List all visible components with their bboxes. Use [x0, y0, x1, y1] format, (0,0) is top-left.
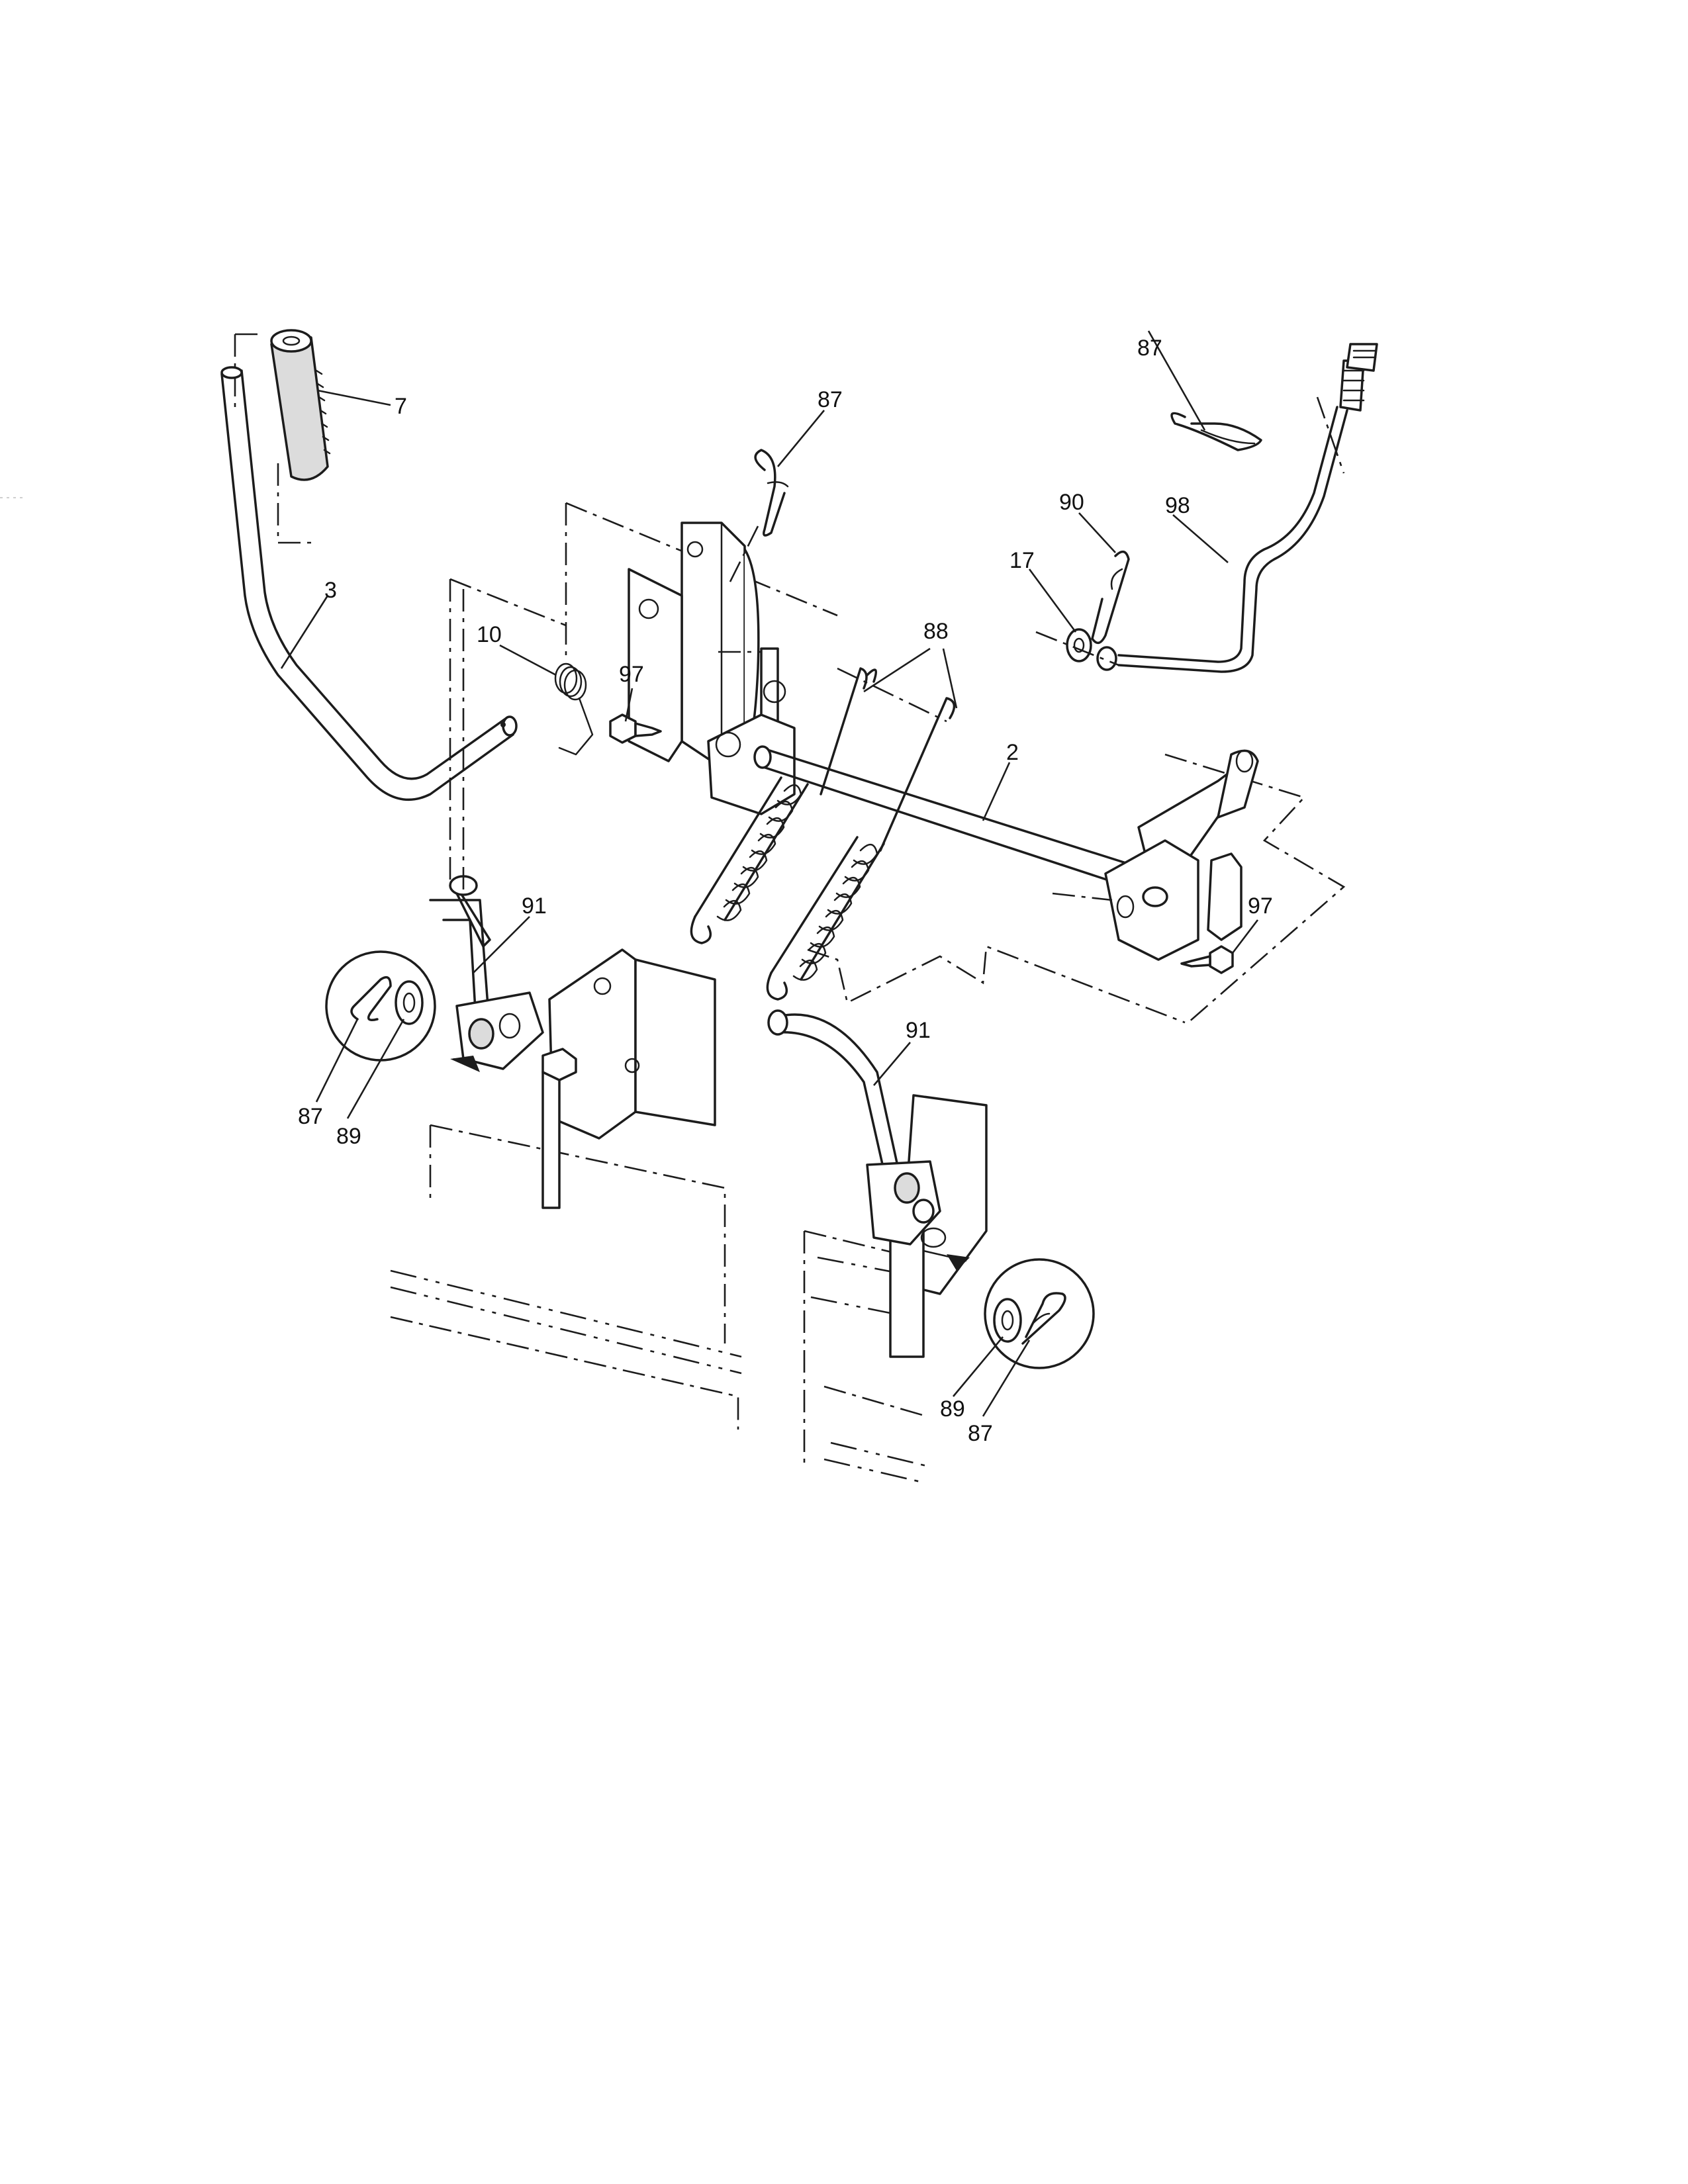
part-17-washer: [1035, 628, 1119, 666]
callout-87-left: 87: [298, 1104, 323, 1129]
left-rear-hanger-assembly: [390, 589, 742, 1430]
part-87-hairpin-clip-top: [727, 449, 789, 586]
part-97-bolt-right: [1180, 945, 1234, 974]
callout-89-right: 89: [940, 1396, 965, 1422]
center-mounting-bracket: [449, 502, 838, 887]
callout-labels: 7 3 87 87 90 98 17 10 97 88 2 97 91 87 8…: [298, 336, 1273, 1446]
callout-10: 10: [477, 622, 502, 647]
part-97-bolt-left: [609, 713, 662, 744]
callout-89-left: 89: [336, 1124, 361, 1149]
part-88-extension-springs: [690, 647, 958, 1001]
part-87-hairpin-clip-right: [1170, 412, 1262, 451]
part-3-lift-handle: [220, 366, 518, 801]
part-10-torsion-spring: [554, 662, 594, 756]
callout-7: 7: [395, 394, 407, 419]
left-detail-circle: [325, 950, 436, 1062]
right-rear-hanger-assembly: [767, 1009, 988, 1484]
callout-87-top: 87: [818, 387, 843, 412]
callout-91-right: 91: [906, 1018, 931, 1043]
callout-2: 2: [1006, 740, 1019, 765]
right-detail-circle: [984, 1258, 1095, 1369]
part-98-adjustment-rod: [1096, 343, 1378, 673]
spring-2-coils: [766, 836, 885, 1001]
callout-98: 98: [1165, 493, 1190, 518]
part-7-handle-grip: [234, 329, 331, 544]
right-pivot-bracket: [1052, 749, 1346, 1023]
callout-88: 88: [923, 619, 949, 644]
callout-97-right: 97: [1248, 893, 1273, 919]
callout-91-left: 91: [522, 893, 547, 919]
callout-87-bottom: 87: [968, 1421, 993, 1446]
callout-97-left: 97: [619, 662, 644, 687]
deck-boundary-dashes: [807, 945, 1186, 1024]
part-90-hairpin-clip: [1091, 550, 1130, 645]
part-2-cross-shaft: [753, 745, 1140, 888]
spring-1-coils: [690, 776, 809, 944]
callout-87-right: 87: [1137, 336, 1162, 361]
callout-3: 3: [324, 578, 337, 603]
callout-90: 90: [1059, 490, 1084, 515]
callout-17: 17: [1009, 548, 1035, 573]
callout-leaders: [280, 330, 1259, 1417]
